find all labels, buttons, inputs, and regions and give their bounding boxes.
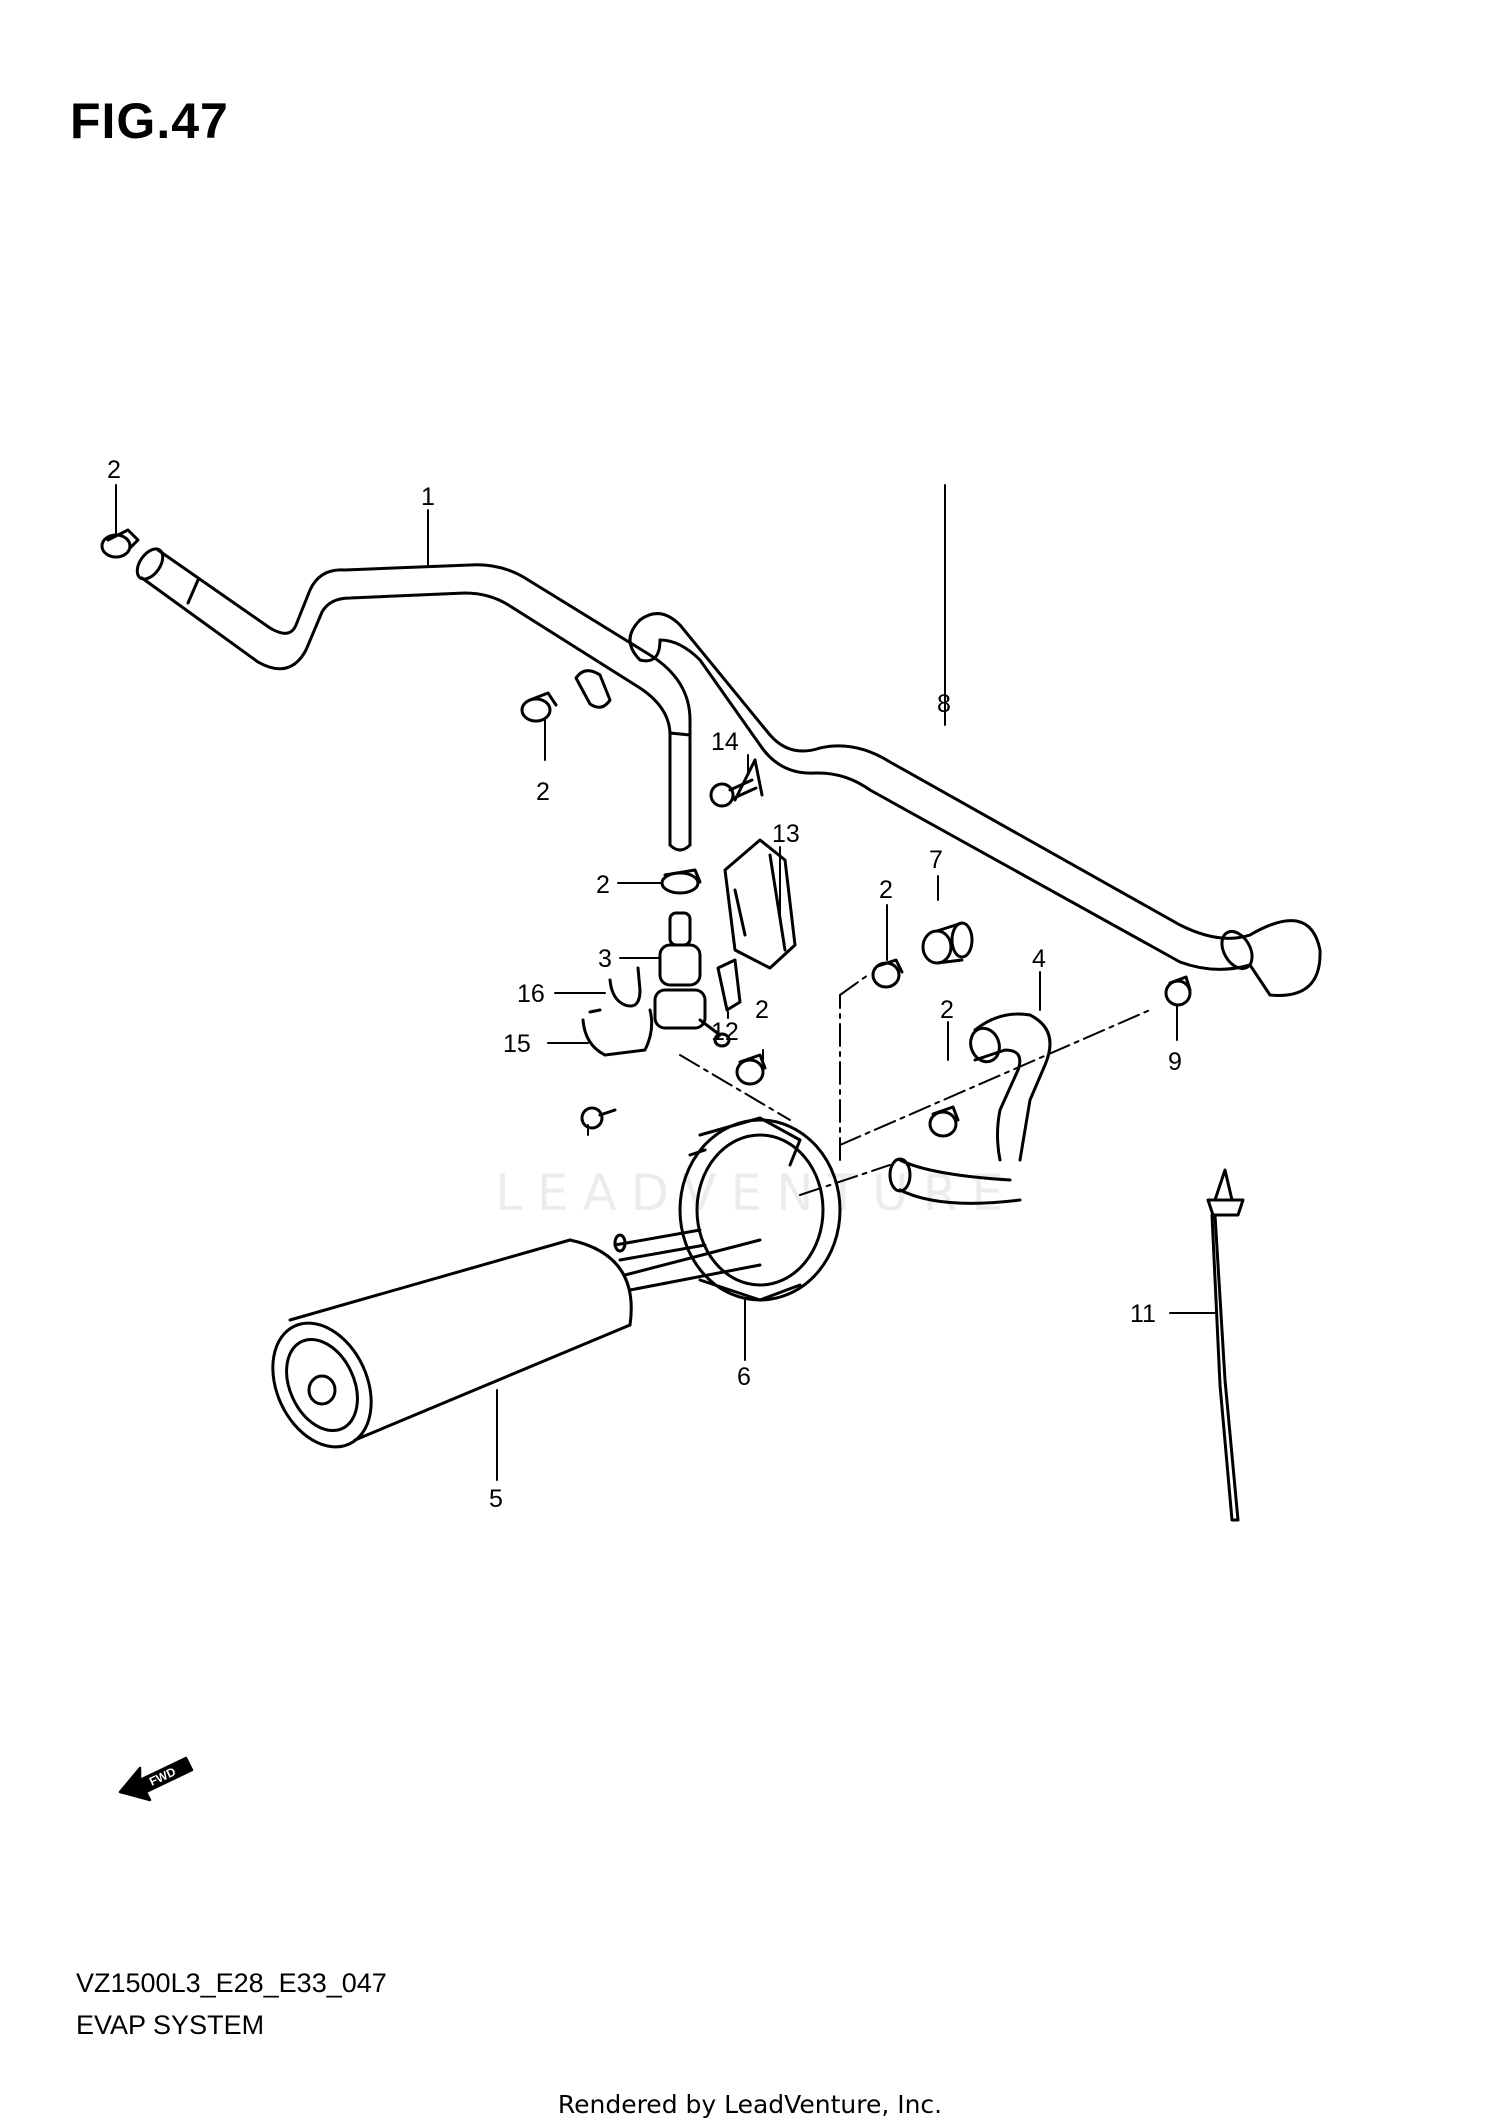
joint-7 — [921, 921, 974, 965]
render-credit: Rendered by LeadVenture, Inc. — [557, 2090, 943, 2119]
clamp-2c — [660, 868, 702, 895]
joint-upper — [574, 669, 612, 709]
callout-14: 15 — [503, 1030, 531, 1058]
clamp-2e — [735, 1053, 767, 1086]
callout-9: 9 — [1168, 1048, 1182, 1076]
callout-3: 3 — [598, 945, 612, 973]
valve-3 — [653, 911, 731, 1048]
callout-8: 8 — [937, 690, 951, 718]
clamp-2a — [100, 528, 140, 559]
callout-2: 2 — [879, 876, 893, 904]
watermark: LEADVENTURE — [495, 1164, 1017, 1222]
clamp-2f — [928, 1105, 960, 1138]
screw-16 — [580, 1106, 617, 1130]
holder-14 — [581, 1008, 654, 1057]
hose-8 — [628, 612, 1322, 997]
callout-10: 11 — [1130, 1300, 1156, 1328]
callout-5: 5 — [489, 1485, 503, 1513]
cushion-15 — [608, 966, 642, 1008]
model-code: VZ1500L3_E28_E33_047 — [76, 1968, 387, 1998]
callout-2: 2 — [107, 456, 121, 484]
leader-lines — [115, 484, 1218, 1481]
clamp-9 — [1164, 975, 1192, 1007]
fwd-arrow-icon: FWD — [118, 1756, 194, 1802]
callout-11: 13 — [772, 820, 800, 848]
callout-1: 1 — [421, 483, 435, 511]
assembly-lines — [679, 974, 1151, 1196]
clamp-2b — [520, 691, 558, 723]
callouts: 2 1 2 14 8 13 2 7 2 3 4 16 12 2 2 15 9 1… — [107, 456, 1182, 1513]
callout-2: 2 — [536, 778, 550, 806]
callout-15: 16 — [517, 980, 545, 1008]
hose-1 — [135, 547, 692, 852]
callout-4: 4 — [1032, 945, 1046, 973]
bolt-13 — [709, 778, 758, 808]
cable-tie-10 — [1206, 1168, 1245, 1522]
hose-4 — [888, 1012, 1052, 1205]
callout-2: 2 — [940, 996, 954, 1024]
callout-2: 2 — [596, 871, 610, 899]
callout-7: 7 — [929, 846, 943, 874]
figure-title: FIG.47 — [70, 93, 229, 149]
callout-12: 12 — [711, 1018, 739, 1046]
bracket-11 — [723, 758, 797, 970]
callout-2: 2 — [755, 996, 769, 1024]
section-name: EVAP SYSTEM — [76, 2010, 265, 2040]
callout-6: 6 — [737, 1363, 751, 1391]
clip-12 — [716, 958, 742, 1012]
clamp-2d — [871, 958, 904, 989]
canister-5 — [271, 1228, 762, 1449]
callout-13: 14 — [711, 728, 739, 756]
bracket-6 — [678, 1116, 842, 1302]
